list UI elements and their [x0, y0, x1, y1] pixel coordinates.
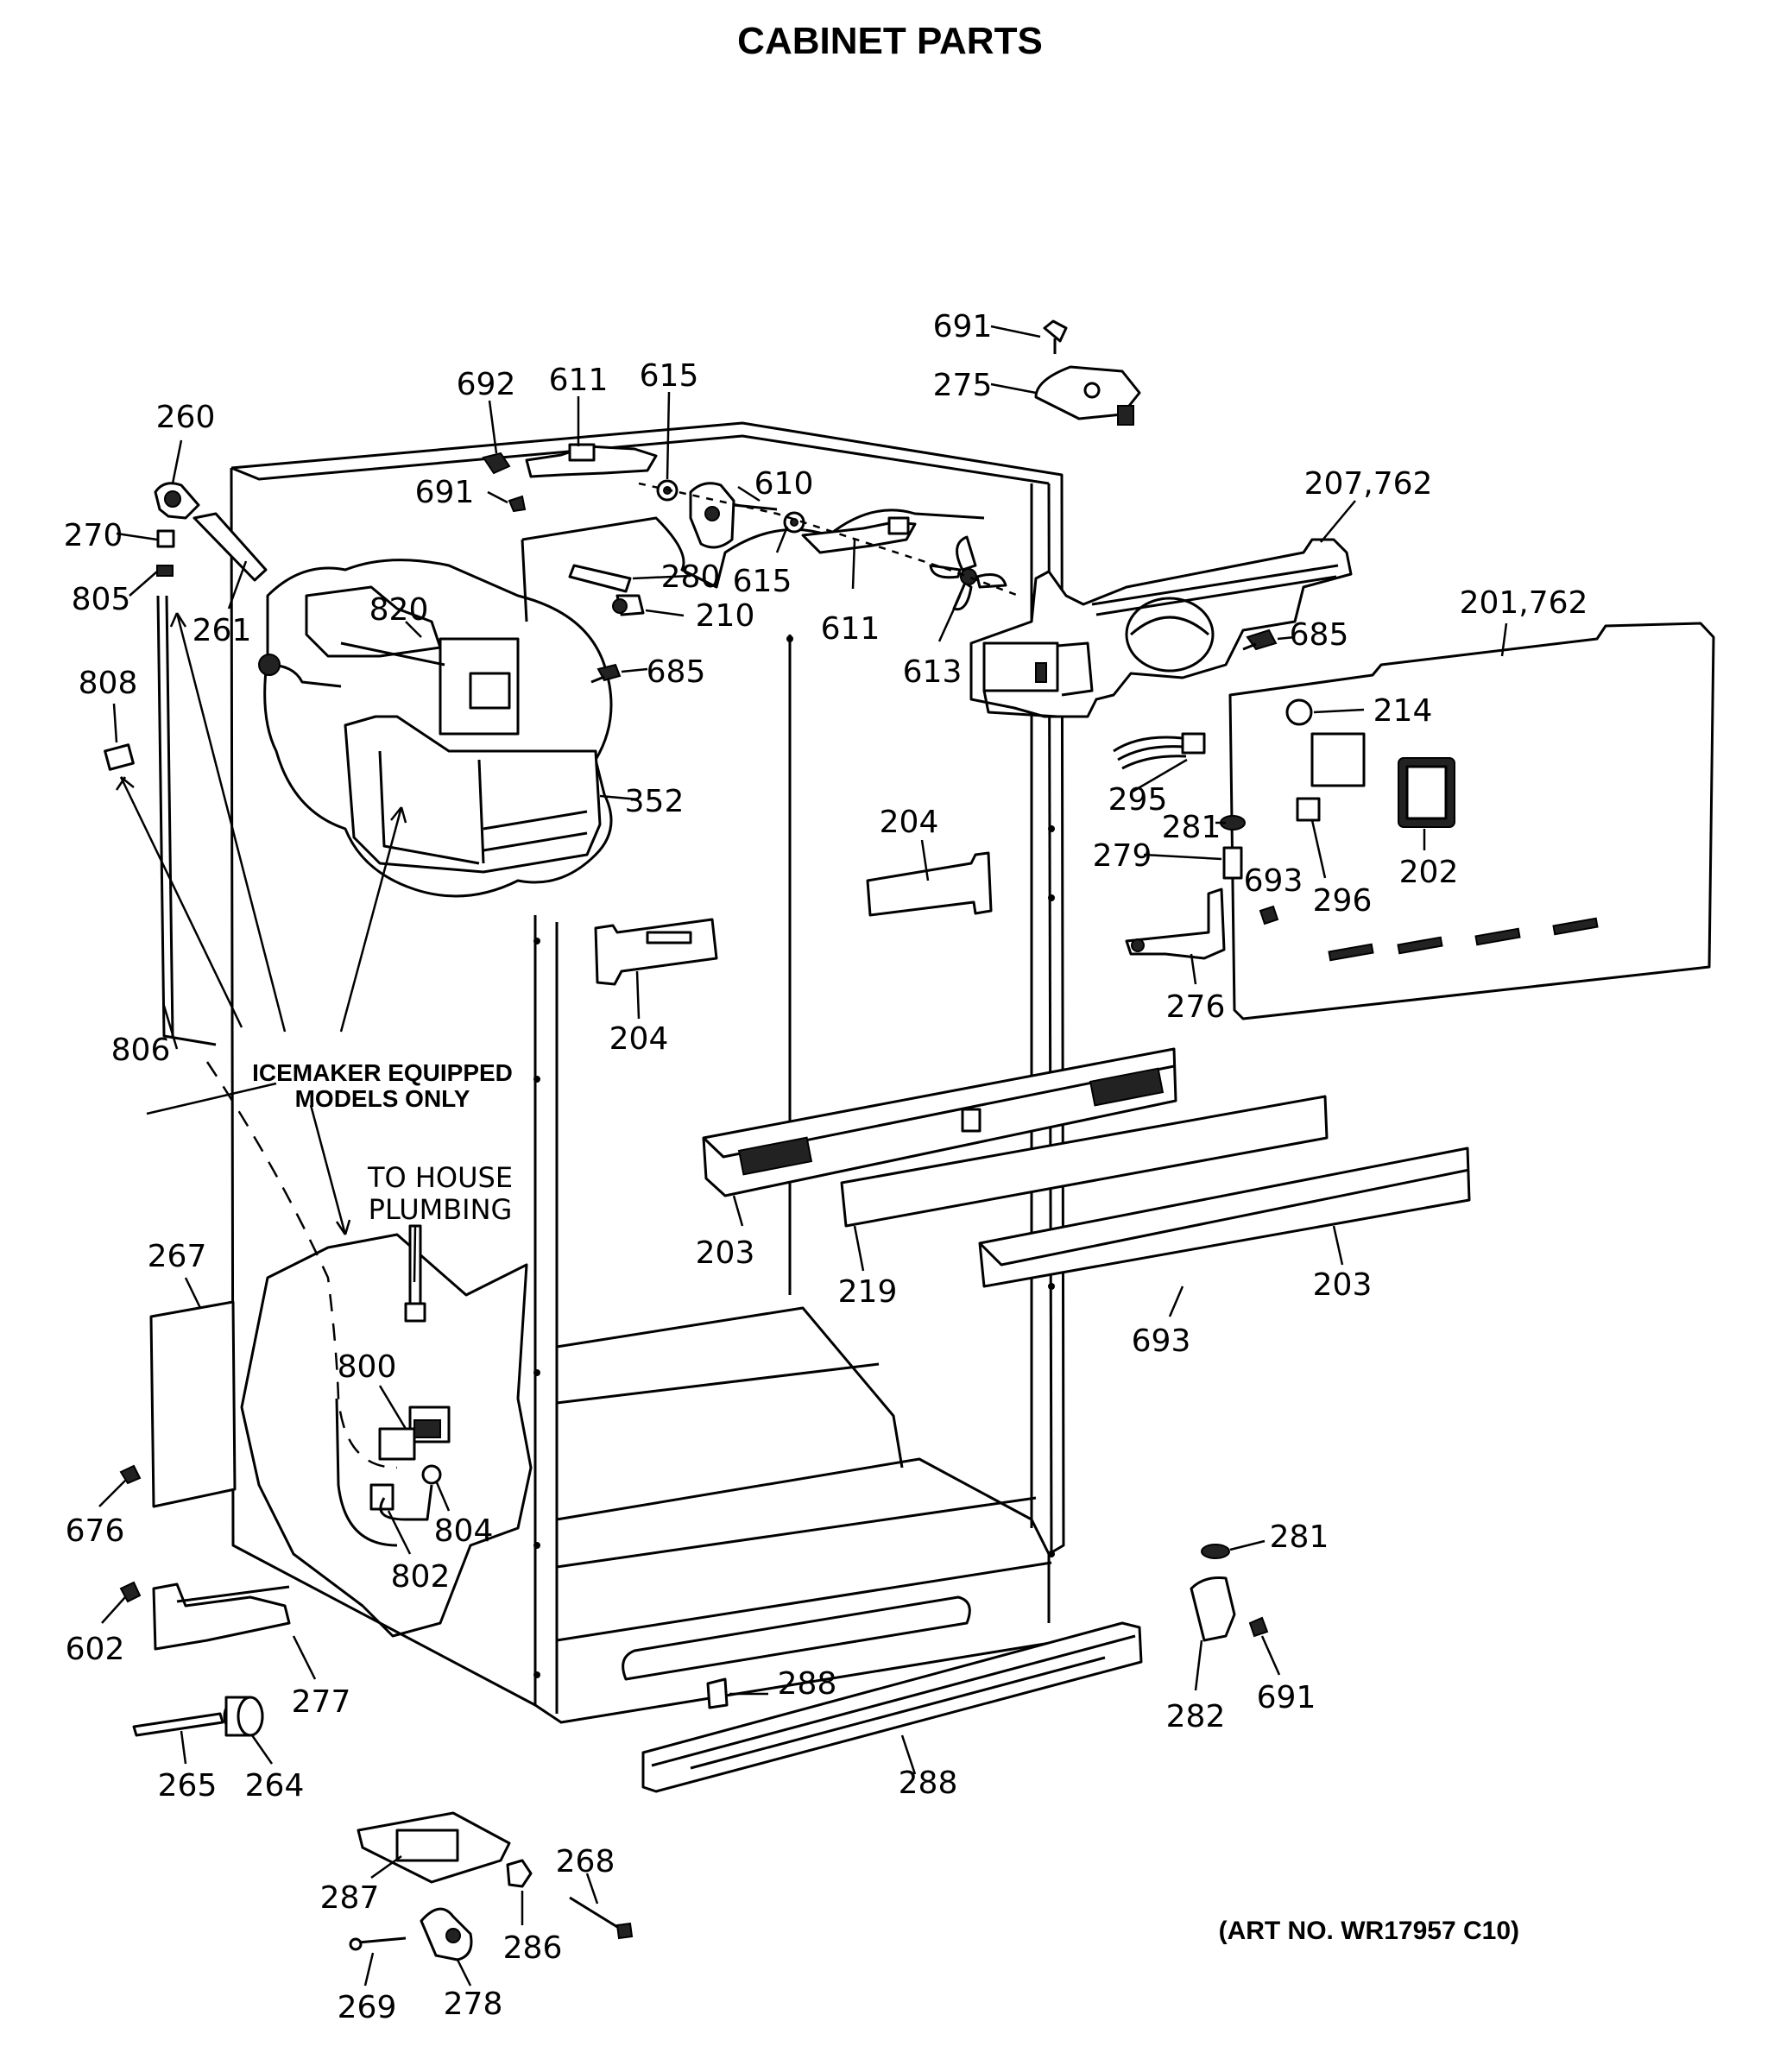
- fan-shroud-assembly: [969, 538, 1353, 718]
- plumbing-note-line1: TO HOUSE: [367, 1161, 513, 1194]
- callout-260: 260: [156, 400, 216, 435]
- callout-288-b: 288: [899, 1766, 958, 1801]
- icemaker-cutaway: [258, 559, 613, 898]
- callout-611-b: 611: [821, 611, 881, 647]
- callout-685: 685: [1290, 617, 1349, 653]
- callout-275: 275: [933, 368, 993, 403]
- callout-268: 268: [556, 1844, 615, 1879]
- callout-264: 264: [245, 1768, 305, 1804]
- callout-203: 203: [696, 1235, 755, 1271]
- callout-201-762: 201,762: [1460, 585, 1588, 621]
- callout-805: 805: [72, 582, 131, 617]
- callout-802: 802: [391, 1559, 451, 1595]
- rails-and-brackets: [594, 851, 1471, 1288]
- callout-265: 265: [158, 1768, 218, 1804]
- part-callouts: 691 275 692 611 615 260 610 691 270 207,…: [64, 309, 1588, 2025]
- callout-282: 282: [1166, 1699, 1226, 1734]
- plumbing-cutaway: [240, 1224, 533, 1638]
- small-fasteners: [508, 495, 1278, 684]
- callout-615: 615: [640, 358, 699, 394]
- diagram-title: CABINET PARTS: [737, 20, 1043, 62]
- callout-203-b: 203: [1313, 1267, 1373, 1303]
- callout-280: 280: [661, 559, 721, 595]
- callout-800: 800: [338, 1349, 397, 1385]
- callout-277: 277: [292, 1684, 351, 1720]
- bottom-right-parts: [641, 1544, 1269, 1793]
- callout-691-c: 691: [1257, 1680, 1316, 1715]
- callout-693: 693: [1244, 863, 1303, 899]
- callout-287: 287: [320, 1880, 380, 1916]
- callout-602: 602: [66, 1632, 125, 1667]
- leader-lines: [98, 325, 1508, 1987]
- callout-204: 204: [880, 805, 939, 840]
- icemaker-note-line2: MODELS ONLY: [295, 1085, 470, 1112]
- callout-611: 611: [549, 363, 609, 398]
- lower-left-parts: [119, 1300, 291, 1737]
- callout-288: 288: [778, 1666, 837, 1702]
- callout-295: 295: [1108, 782, 1168, 818]
- callout-279: 279: [1093, 838, 1152, 874]
- callout-296: 296: [1313, 883, 1373, 919]
- callout-610: 610: [754, 466, 814, 502]
- callout-269: 269: [338, 1990, 397, 2025]
- callout-278: 278: [444, 1987, 503, 2022]
- evaporator-cover-panel: [1228, 622, 1715, 1020]
- top-cutaway: [521, 509, 985, 622]
- callout-202: 202: [1399, 855, 1459, 890]
- water-line-parts: [104, 482, 398, 1469]
- callout-693-b: 693: [1132, 1323, 1191, 1359]
- callout-691: 691: [933, 309, 993, 344]
- cabinet-shell: [230, 421, 1067, 1724]
- callout-210: 210: [696, 598, 755, 634]
- bottom-center-parts: [349, 1811, 634, 1961]
- callout-214: 214: [1373, 693, 1433, 729]
- callout-352: 352: [625, 784, 685, 819]
- callout-204-b: 204: [609, 1021, 669, 1057]
- callout-804: 804: [434, 1513, 494, 1549]
- callout-806: 806: [111, 1033, 171, 1068]
- callout-691-b: 691: [415, 475, 475, 510]
- callout-207-762: 207,762: [1304, 466, 1433, 502]
- icemaker-note-line1: ICEMAKER EQUIPPED: [252, 1059, 513, 1086]
- callout-281: 281: [1162, 810, 1221, 845]
- callout-685-b: 685: [647, 654, 706, 690]
- callout-270: 270: [64, 518, 123, 553]
- art-number: (ART NO. WR17957 C10): [1219, 1917, 1519, 1945]
- callout-613: 613: [903, 654, 963, 690]
- callout-261: 261: [193, 613, 252, 648]
- top-hinge-assembly: [482, 319, 1141, 611]
- callout-615-b: 615: [733, 564, 792, 599]
- callout-286: 286: [503, 1930, 563, 1966]
- right-small-parts: [1113, 732, 1279, 960]
- callout-808: 808: [79, 666, 138, 701]
- callout-676: 676: [66, 1513, 125, 1549]
- callout-219: 219: [838, 1274, 898, 1310]
- plumbing-note-line2: PLUMBING: [369, 1193, 513, 1226]
- callout-281-b: 281: [1270, 1519, 1329, 1555]
- callout-820: 820: [369, 592, 429, 628]
- callout-692: 692: [457, 367, 516, 402]
- callout-276: 276: [1166, 989, 1226, 1025]
- callout-267: 267: [148, 1239, 207, 1274]
